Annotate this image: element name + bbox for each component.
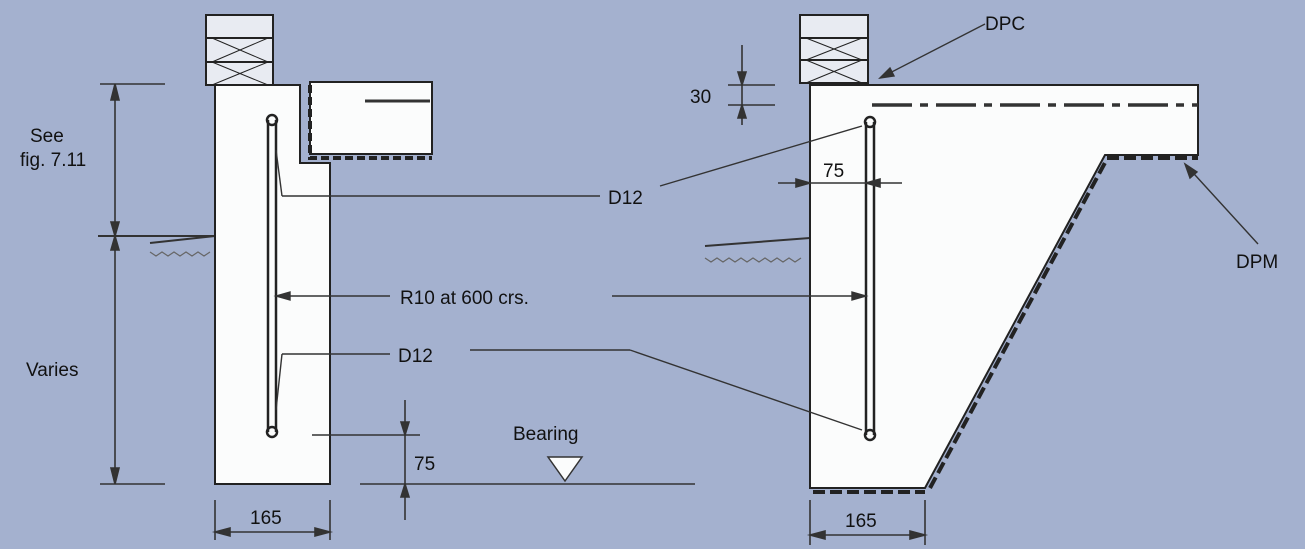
dpc-label: DPC: [985, 14, 1025, 35]
dpm-label: DPM: [1236, 252, 1278, 273]
right-ground: [704, 237, 811, 263]
left-75-label: 75: [414, 454, 435, 475]
right-detail: DPC DPM 30 75 165: [470, 14, 1278, 545]
d12-bottom-label: D12: [398, 346, 433, 367]
r10-label: R10 at 600 crs.: [400, 288, 529, 309]
see-fig-label-2: fig. 7.11: [20, 150, 86, 171]
left-cover-dimension: [312, 400, 695, 520]
d12-top-label: D12: [608, 188, 643, 209]
left-ground: [98, 235, 216, 257]
right-rebar: [863, 115, 877, 442]
right-dpm: [813, 156, 1198, 494]
varies-label: Varies: [26, 360, 78, 381]
right-30-dimension: [728, 45, 775, 125]
right-165-label: 165: [845, 511, 877, 532]
left-floor-slab: [308, 81, 433, 160]
right-thickened-slab: [809, 84, 1199, 489]
left-foundation-wall: [214, 84, 331, 485]
left-detail: See fig. 7.11 Varies D12 D12 R10 at 600 …: [20, 14, 695, 540]
left-vertical-dimension: [100, 83, 165, 485]
right-wall-frame: [799, 14, 869, 84]
see-fig-label: See: [30, 126, 64, 147]
right-leaders: [470, 23, 1259, 431]
left-wall-frame: [205, 14, 274, 86]
right-75-label: 75: [823, 161, 844, 182]
left-165-label: 165: [250, 508, 282, 529]
left-width-dimension: [211, 500, 334, 540]
left-leaders: [273, 149, 600, 411]
right-width-dimension: [806, 500, 929, 545]
right-30-label: 30: [690, 87, 711, 108]
bearing-label: Bearing: [513, 424, 579, 445]
right-75-dimension: [778, 177, 902, 189]
bearing-marker: [546, 456, 584, 483]
left-rebar: [265, 113, 279, 439]
